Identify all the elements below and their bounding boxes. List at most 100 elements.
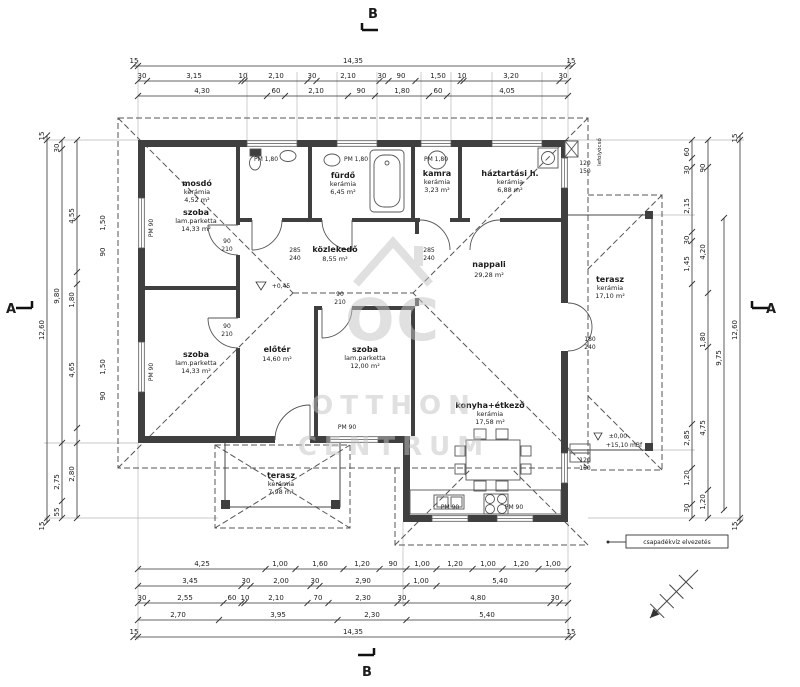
- wc-mosdo: [249, 155, 261, 171]
- parapet-label: PM 90: [148, 363, 155, 382]
- dim-value: 15: [731, 522, 739, 531]
- room-name: fürdő: [331, 171, 356, 180]
- dim-value: 2,70: [170, 611, 186, 619]
- room-area: 14,60 m²: [262, 355, 292, 363]
- room-area: 14,33 m²: [181, 225, 211, 233]
- room-name: háztartási h.: [481, 169, 538, 178]
- dims-right: 60 30 2,15 30 1,45 2,85 1,20 30 90 4,20 …: [683, 134, 739, 531]
- note-box: [625, 534, 729, 549]
- downpipe-note: lefolyócső: [596, 138, 603, 166]
- dim-value: 1,80: [394, 87, 410, 95]
- room-material: kerámia: [330, 180, 356, 188]
- room-label-terasz2: terasz kerámia 7,98 m²: [267, 471, 295, 496]
- room-label-haztartasi: háztartási h. kerámia 6,88 m²: [481, 169, 538, 194]
- dim-value: 60: [272, 87, 281, 95]
- boiler: [427, 150, 447, 170]
- watermark-roof: [352, 235, 434, 287]
- terrace-outlines: [224, 214, 653, 508]
- dim-value: 1,60: [312, 560, 328, 568]
- room-area: 6,45 m²: [330, 188, 356, 196]
- dim-value: 2,30: [364, 611, 380, 619]
- dim-value: 30: [551, 594, 560, 602]
- room-label-mosdo: mosdó kerámia 4,52 m²: [182, 178, 212, 204]
- parapet-label: PM 90: [148, 219, 155, 238]
- room-label-konyha: konyha+étkező kerámia 17,58 m²: [455, 400, 525, 426]
- dim-value: 60: [434, 87, 443, 95]
- dim-value: 90: [389, 560, 398, 568]
- room-label-szoba3: szoba lam.parketta 12,00 m²: [344, 345, 386, 370]
- room-name: terasz: [267, 471, 295, 480]
- dim-value: 4,05: [499, 87, 515, 95]
- ramp-arrow-marker: [649, 569, 699, 619]
- dim-value: 30: [311, 577, 320, 585]
- dim-value: 9,80: [53, 288, 61, 304]
- room-area: 7,98 m²: [268, 488, 294, 496]
- dim-value: 1,00: [414, 560, 430, 568]
- dim-value: 30: [683, 236, 691, 245]
- window-size: 150: [579, 465, 591, 472]
- opening-size: 240: [289, 255, 301, 262]
- room-material: lam.parketta: [175, 359, 217, 367]
- dim-value: 2,30: [355, 594, 371, 602]
- dim-value: 1,20: [683, 470, 691, 486]
- watermark-chimney: [414, 246, 423, 266]
- parapet-label: PM 1,80: [254, 156, 278, 163]
- dim-value: 1,00: [413, 577, 429, 585]
- dim-value: 30: [559, 72, 568, 80]
- door-size: 210: [221, 331, 233, 338]
- room-name: előtér: [264, 344, 291, 354]
- dim-value: 4,80: [470, 594, 486, 602]
- door-size: 180: [584, 336, 596, 343]
- dim-value: 2,00: [273, 577, 289, 585]
- dim-value: 70: [314, 594, 323, 602]
- door-size: 210: [221, 246, 233, 253]
- room-material: lam.parketta: [344, 354, 386, 362]
- watermark-logo-text: OC: [345, 286, 441, 354]
- dim-value: 15: [130, 628, 139, 636]
- level-label: ±0,00-: [609, 433, 630, 440]
- level-label: +15,10 mBf: [606, 442, 643, 449]
- dim-value: 1,00: [545, 560, 561, 568]
- dim-value: 1,20: [354, 560, 370, 568]
- annotations: PM 1,80 PM 1,80 PM 1,80 PM 90 PM 90 PM 9…: [148, 138, 729, 549]
- roof-outline: [117, 117, 663, 546]
- room-name: terasz: [596, 275, 624, 284]
- dim-value: 9,75: [715, 350, 723, 366]
- dim-value: 3,45: [182, 577, 198, 585]
- dims-top: 15 14,35 15 30 3,15 10 2,10 30 2,10 30 9…: [130, 57, 576, 95]
- dim-value: 55: [53, 508, 61, 517]
- dim-value: 14,35: [343, 628, 363, 636]
- dim-value: 1,00: [480, 560, 496, 568]
- dim-value: 14,35: [343, 57, 363, 65]
- dim-value: 15: [567, 628, 576, 636]
- drainage-note: csapadékvíz elvezetés: [643, 539, 710, 546]
- opening-size: 285: [423, 247, 435, 254]
- room-area: 3,23 m²: [424, 186, 450, 194]
- dim-value: 10: [241, 594, 250, 602]
- dim-value: 15: [38, 132, 46, 141]
- room-name: szoba: [183, 350, 209, 359]
- washbasin-mosdo: [279, 150, 297, 162]
- dim-value: 1,50: [430, 72, 446, 80]
- dim-value: 2,10: [268, 72, 284, 80]
- dim-value: 1,50: [99, 359, 107, 375]
- window-size: 150: [579, 168, 591, 175]
- opening-size: 285: [289, 247, 301, 254]
- section-label-bottom: B: [362, 665, 372, 680]
- dim-value: 90: [99, 248, 107, 257]
- section-label-left: A: [6, 302, 16, 317]
- dim-value: 90: [397, 72, 406, 80]
- door-size: 90: [223, 238, 231, 245]
- kitchen-sink: [433, 494, 465, 510]
- dim-value: 2,75: [53, 474, 61, 490]
- washbasin-furdo: [323, 153, 341, 167]
- stove: [483, 493, 509, 515]
- dim-value: 90: [99, 392, 107, 401]
- dim-value: 15: [38, 522, 46, 531]
- dim-value: 30: [398, 594, 407, 602]
- dims-bottom: 4,25 1,00 1,60 1,20 90 1,00 1,20 1,00 1,…: [130, 560, 576, 636]
- dim-value: 30: [242, 577, 251, 585]
- room-label-szoba2: szoba lam.parketta 14,33 m²: [175, 350, 217, 375]
- parapet-label: PM 1,80: [424, 156, 448, 163]
